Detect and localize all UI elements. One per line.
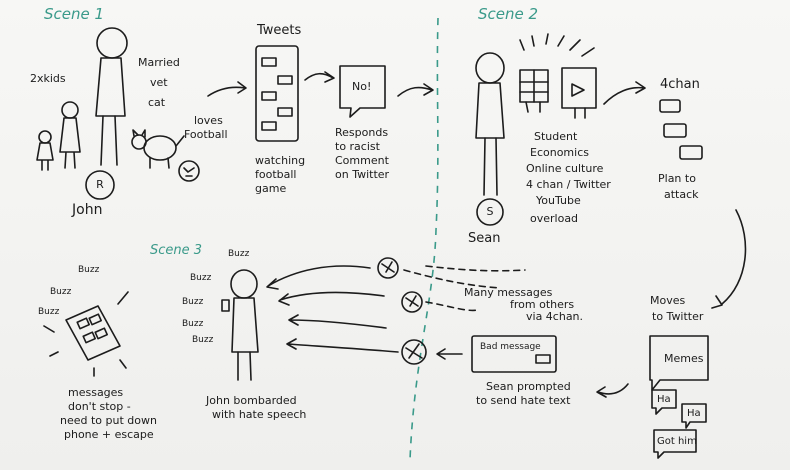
- memes-label: Memes: [664, 352, 704, 365]
- arrow-hate-4: [286, 338, 399, 353]
- john-name: John: [72, 202, 103, 218]
- football-icon: [178, 160, 200, 182]
- no-speech-bubble: [339, 65, 386, 118]
- buzz-label-2: Buzz: [190, 273, 212, 283]
- buzz-label-8: Buzz: [38, 307, 60, 317]
- cat-label: cat: [148, 96, 166, 109]
- messages-line-4: phone + escape: [64, 428, 154, 441]
- scene3-title: Scene 3: [150, 243, 203, 258]
- arrow-to-bad-message: [596, 383, 629, 398]
- moves-line-1: Moves: [650, 294, 686, 307]
- bombarded-line-1: John bombarded: [206, 394, 297, 407]
- fourchan-chat-bubbles: [659, 99, 703, 160]
- buzz-label-3: Buzz: [182, 297, 204, 307]
- buzz-label-5: Buzz: [192, 335, 214, 345]
- john-figure-scene3: [221, 269, 259, 381]
- messages-line-1: messages: [68, 386, 124, 399]
- sean-figure: [475, 52, 505, 196]
- dashed-link-1: [425, 265, 526, 272]
- watching-line-1: watching: [255, 154, 306, 167]
- plan-line-1: Plan to: [658, 172, 696, 185]
- moves-line-2: to Twitter: [652, 310, 704, 323]
- arrow-to-attacker: [436, 348, 463, 360]
- no-label: No!: [352, 80, 372, 93]
- attacker-icon-3: [401, 339, 427, 365]
- student-line-6: overload: [530, 212, 579, 225]
- sean-initial-circle: [476, 198, 504, 226]
- overload-rays: [519, 33, 595, 57]
- ha-label-1: Ha: [657, 394, 671, 405]
- kid-figure-2: [36, 130, 54, 171]
- ha-bubble-2: [681, 403, 707, 429]
- monitor-screens: [519, 67, 597, 119]
- got-him-bubble: [653, 429, 697, 459]
- student-line-1: Student: [534, 130, 578, 143]
- scene1-title: Scene 1: [44, 5, 105, 23]
- arrow-to-tweets: [207, 81, 247, 97]
- ha-label-2: Ha: [687, 408, 701, 419]
- sean-initial: S: [486, 205, 494, 218]
- john-figure: [95, 27, 128, 166]
- buzz-label-6: Buzz: [78, 265, 100, 275]
- got-him-label: Got him: [657, 436, 697, 447]
- arrow-to-4chan: [603, 81, 646, 105]
- sean-name: Sean: [468, 231, 501, 246]
- john-initial: R: [96, 178, 104, 191]
- arrow-to-scene2: [397, 83, 434, 97]
- arrow-hate-3: [288, 314, 387, 329]
- scene-divider: [409, 17, 439, 461]
- football-label: Football: [184, 128, 228, 141]
- responds-line-4: on Twitter: [335, 168, 390, 181]
- responds-line-2: to racist: [335, 140, 380, 153]
- student-line-2: Economics: [530, 146, 589, 159]
- arrow-plan-to-moves: [711, 209, 747, 309]
- dashed-link-2: [403, 269, 501, 289]
- ha-bubble-1: [651, 389, 677, 415]
- scene2-title: Scene 2: [478, 5, 539, 23]
- messages-line-3: need to put down: [60, 414, 157, 427]
- attacker-icon-2: [401, 291, 423, 313]
- dashed-link-3: [425, 301, 479, 312]
- cat-icon: [131, 129, 185, 169]
- vet-label: vet: [150, 76, 168, 89]
- arrow-hate-1: [266, 265, 371, 290]
- fourchan-label: 4chan: [660, 77, 700, 92]
- arrow-hate-2: [278, 291, 385, 306]
- student-line-4: 4 chan / Twitter: [526, 178, 611, 191]
- buzzing-phone: [43, 291, 129, 377]
- tweets-label: Tweets: [257, 23, 302, 38]
- arrow-to-no: [304, 71, 335, 83]
- buzz-label-7: Buzz: [50, 287, 72, 297]
- john-initial-circle: [85, 170, 115, 200]
- plan-line-2: attack: [664, 188, 699, 201]
- prompted-line-1: Sean prompted: [486, 380, 571, 393]
- watching-line-3: game: [255, 182, 287, 195]
- prompted-line-2: to send hate text: [476, 394, 571, 407]
- kids-label: 2xkids: [30, 72, 66, 85]
- student-line-5: YouTube: [536, 194, 581, 207]
- tweets-phone: [255, 45, 299, 142]
- bad-message-phone: [471, 335, 557, 373]
- messages-line-2: don't stop -: [68, 400, 131, 413]
- responds-line-1: Responds: [335, 126, 389, 139]
- buzz-label-4: Buzz: [182, 319, 204, 329]
- student-line-3: Online culture: [526, 162, 604, 175]
- bombarded-line-2: with hate speech: [212, 408, 307, 421]
- many-line-1: Many messages: [464, 286, 553, 299]
- buzz-label-1: Buzz: [228, 249, 250, 259]
- bad-message-label: Bad message: [480, 342, 541, 352]
- memes-bubble: [649, 335, 709, 391]
- many-line-3: via 4chan.: [526, 310, 584, 323]
- married-label: Married: [138, 56, 180, 69]
- kid-figure-1: [59, 101, 81, 169]
- many-line-2: from others: [510, 298, 575, 311]
- loves-label: loves: [194, 114, 223, 127]
- responds-line-3: Comment: [335, 154, 389, 167]
- watching-line-2: football: [255, 168, 297, 181]
- attacker-icon-1: [377, 257, 399, 279]
